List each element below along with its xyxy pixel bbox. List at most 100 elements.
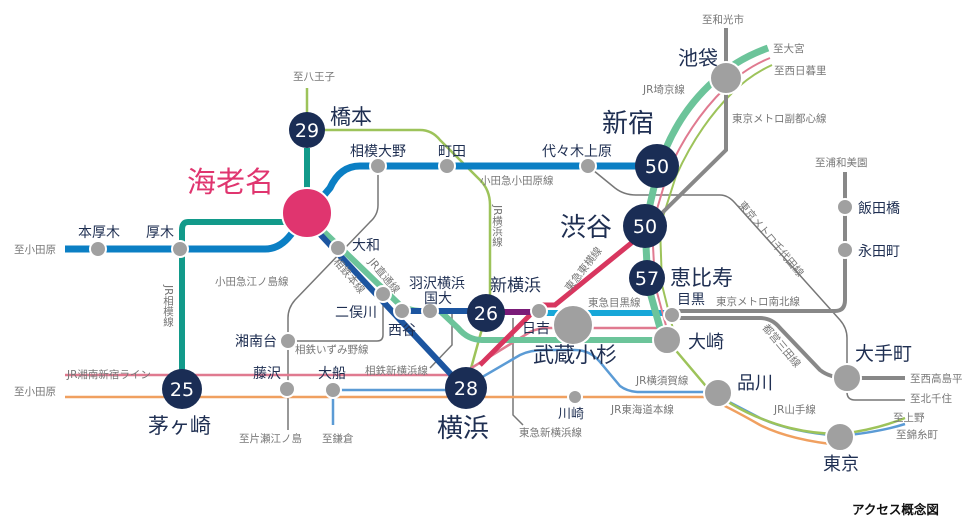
station-hiyoshi[interactable] [530, 302, 548, 320]
label-musashikosugi: 武蔵小杉 [533, 343, 617, 367]
dest-ueno: 至上野 [893, 412, 925, 424]
label-shinyokohama: 新横浜 [490, 276, 541, 296]
label-tokyu-shinyoko: 東急新横浜線 [519, 426, 582, 439]
label-metro-chiyoda: 東京メトロ千代田線 [736, 199, 807, 280]
station-yamato[interactable] [329, 239, 347, 257]
minutes-label: 50 [633, 216, 657, 238]
label-jr-sagami: JR相模線 [162, 284, 174, 327]
station-hazawa[interactable] [421, 302, 439, 320]
station-otemachi[interactable] [832, 363, 862, 393]
label-hazawa: 羽沢横浜 [409, 276, 465, 292]
jr-yokosuka-line [331, 348, 906, 438]
label-shonandai: 湘南台 [235, 334, 277, 350]
label-ebisu: 恵比寿 [670, 266, 733, 290]
station-osaki[interactable] [652, 325, 682, 355]
dest-nishitakashimadaira: 至西高島平 [910, 372, 963, 385]
badge-hashimoto[interactable]: 29 [289, 112, 325, 148]
tokyu-toyoko-line [478, 234, 642, 367]
badge-shinyokohama[interactable]: 26 [467, 294, 505, 332]
map-caption: アクセス概念図 [852, 502, 939, 517]
station-fujisawa[interactable] [278, 380, 296, 398]
station-iidabashi[interactable] [836, 198, 854, 216]
dest-wakoshi: 至和光市 [702, 13, 744, 26]
minutes-label: 50 [645, 156, 669, 178]
odakyu-enoshima-line [287, 166, 379, 430]
label-shinagawa: 品川 [737, 373, 773, 394]
label-jr-saikyo: JR埼京線 [642, 83, 685, 96]
metro-chiyoda-line [587, 165, 905, 401]
station-meguro[interactable] [663, 306, 681, 324]
station-shinagawa[interactable] [703, 378, 733, 408]
destination-labels: 至八王子 至小田原 至小田原 至和光市 至大宮 至西日暮里 至浦和美園 至片瀬江… [14, 13, 963, 445]
label-jr-yokohama: JR横浜線 [491, 204, 503, 247]
dest-kamakura: 至鎌倉 [322, 432, 354, 445]
label-nagatacho: 永田町 [858, 244, 900, 260]
label-jr-yokosuka: JR横須賀線 [635, 374, 689, 387]
label-meguro: 目黒 [677, 292, 705, 308]
badge-shibuya[interactable]: 50 [623, 204, 667, 248]
dest-kinshicho: 至錦糸町 [896, 428, 938, 441]
label-shibuya: 渋谷 [560, 213, 612, 243]
label-kawasaki: 川崎 [558, 407, 584, 422]
label-ofuna: 大船 [318, 366, 346, 382]
badge-ebisu[interactable]: 57 [629, 260, 665, 296]
gray-stations [89, 61, 862, 452]
label-tokyu-meguro: 東急目黒線 [588, 296, 641, 309]
minutes-label: 26 [474, 303, 498, 325]
minutes-label: 25 [170, 379, 194, 401]
station-nishiya[interactable] [393, 302, 411, 320]
label-hashimoto: 橋本 [330, 105, 372, 129]
label-sagamiono: 相模大野 [350, 144, 406, 160]
station-tokyo[interactable] [825, 422, 855, 452]
station-kawasaki[interactable] [567, 389, 583, 405]
badge-shinjuku[interactable]: 50 [635, 144, 679, 188]
station-labels: 海老名 橋本 新宿 渋谷 恵比寿 池袋 新横浜 横浜 茅ヶ崎 相模大野 町田 代… [78, 46, 912, 475]
station-futamatagawa[interactable] [374, 285, 392, 303]
label-metro-fukutoshin: 東京メトロ副都心線 [732, 112, 827, 125]
dest-urawamisono: 至浦和美園 [815, 156, 868, 169]
home-station-label: 海老名 [187, 165, 274, 199]
label-tokyo: 東京 [823, 454, 859, 475]
label-sotetsu-izumino: 相鉄いずみ野線 [295, 343, 369, 356]
station-sagamiono[interactable] [369, 157, 387, 175]
label-honatsugi: 本厚木 [78, 225, 120, 241]
badge-yokohama[interactable]: 28 [445, 367, 487, 409]
station-shonandai[interactable] [279, 332, 297, 350]
label-chigasaki: 茅ヶ崎 [148, 414, 211, 438]
minutes-label: 29 [295, 120, 319, 142]
label-jr-tokaido: JR東海道本線 [610, 403, 674, 416]
label-sotetsu-shinyoko: 相鉄新横浜線 [365, 364, 428, 377]
badge-chigasaki[interactable]: 25 [162, 369, 202, 409]
dest-hachioji: 至八王子 [293, 71, 335, 83]
jr-yamanote-line [666, 339, 906, 436]
label-yamato: 大和 [352, 238, 380, 254]
station-nagatacho[interactable] [836, 241, 854, 259]
label-hiyoshi: 日吉 [522, 321, 550, 337]
label-iidabashi: 飯田橋 [858, 200, 900, 217]
tokyu-shinyoko-leader [512, 318, 524, 426]
label-hazawa-2: 国大 [424, 291, 452, 307]
minutes-label: 28 [454, 378, 478, 400]
station-ikebukuro[interactable] [709, 61, 743, 95]
dest-katase: 至片瀬江ノ島 [239, 432, 302, 445]
label-yokohama: 横浜 [437, 414, 489, 444]
label-otemachi: 大手町 [855, 343, 912, 365]
minutes-label: 57 [635, 268, 659, 290]
station-atsugi[interactable] [171, 240, 189, 258]
label-nishiya: 西谷 [388, 323, 416, 339]
label-metro-nanboku: 東京メトロ南北線 [716, 295, 800, 308]
label-machida: 町田 [438, 144, 466, 160]
home-station-ebina[interactable] [281, 187, 333, 239]
label-shinjuku: 新宿 [602, 109, 654, 139]
label-fujisawa: 藤沢 [253, 366, 281, 382]
dest-odawara-jr: 至小田原 [14, 386, 56, 398]
station-musashikosugi[interactable] [552, 304, 594, 346]
station-machida[interactable] [438, 157, 456, 175]
jr-shonan-line [65, 326, 660, 377]
station-yoyogiuehara[interactable] [579, 157, 597, 175]
sotetsu-izumino-line [288, 294, 384, 342]
station-ofuna[interactable] [324, 381, 342, 399]
station-honatsugi[interactable] [89, 240, 107, 258]
label-jr-yamanote: JR山手線 [773, 403, 816, 416]
